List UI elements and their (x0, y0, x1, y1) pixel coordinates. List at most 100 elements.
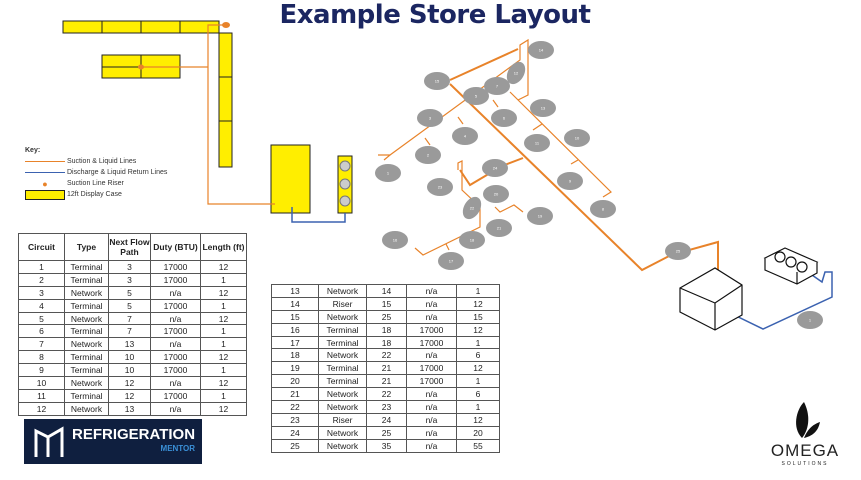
table-cell: 6 (456, 348, 500, 363)
circuit-bubble-label: 11 (535, 141, 540, 146)
page-title: Example Store Layout (279, 0, 591, 30)
table-cell: Terminal (64, 272, 109, 287)
circuit-bubble-label: 5 (475, 94, 478, 99)
circuit-bubble (438, 252, 464, 270)
legend-heading: Key: (25, 147, 41, 154)
table-cell: 20 (456, 425, 500, 440)
circuit-bubble-label: 24 (493, 166, 498, 171)
leaf-icon (796, 402, 820, 438)
circuit-bubble (452, 127, 478, 145)
table-cell: 23 (271, 412, 319, 427)
table-cell: 22 (366, 348, 407, 363)
table-cell: 17000 (406, 322, 457, 337)
table-cell: 20 (271, 374, 319, 389)
table-cell: n/a (150, 285, 201, 300)
circuit-bubble (462, 196, 482, 220)
table-cell: 1 (18, 260, 65, 274)
circuit-bubble (483, 185, 509, 203)
legend-case: 12ft Display Case (67, 191, 122, 198)
logo-subtext: MENTOR (160, 443, 196, 453)
table-cell: 14 (271, 296, 319, 311)
table-cell: n/a (406, 348, 457, 363)
circuit-bubble (564, 129, 590, 147)
table-cell: n/a (406, 387, 457, 402)
table-cell: Terminal (64, 260, 109, 274)
table-cell: n/a (150, 337, 201, 352)
table-cell: n/a (406, 412, 457, 427)
table-cell: Network (318, 438, 367, 453)
omega-logo: OMEGA SOLUTIONS (760, 400, 850, 467)
table-cell: Network (64, 401, 109, 416)
col-header: Circuit (18, 233, 65, 261)
circuit-bubble-label: 17 (449, 259, 454, 264)
table-cell: 1 (200, 337, 247, 352)
table-cell: 12 (456, 322, 500, 337)
table-cell: 17000 (150, 388, 201, 403)
table-cell: 12 (108, 388, 151, 403)
circuit-bubble (590, 200, 616, 218)
legend-riser: Suction Line Riser (67, 180, 124, 187)
table-cell: 11 (18, 388, 65, 403)
table-cell: 10 (108, 350, 151, 365)
table-cell: 6 (456, 387, 500, 402)
circuit-bubble (382, 231, 408, 249)
table-cell: 12 (200, 285, 247, 300)
table-cell: Riser (318, 296, 367, 311)
circuit-bubble (506, 61, 526, 85)
table-cell: Terminal (318, 361, 367, 376)
circuit-bubble-label: 23 (438, 185, 443, 190)
table-cell: 17000 (150, 260, 201, 274)
table-cell: 17000 (150, 350, 201, 365)
table-cell: Network (64, 311, 109, 326)
circuit-bubble-label: 20 (494, 192, 499, 197)
table-cell: Network (318, 348, 367, 363)
table-cell: Network (318, 309, 367, 324)
circuit-bubble-label: 19 (538, 214, 543, 219)
table-cell: Network (318, 425, 367, 440)
table-cell: 25 (366, 425, 407, 440)
table-cell: 21 (366, 374, 407, 389)
circuit-bubble (528, 41, 554, 59)
circuit-bubble (482, 159, 508, 177)
circuit-bubble (491, 109, 517, 127)
table-cell: 15 (271, 309, 319, 324)
table-cell: 18 (366, 335, 407, 350)
table-cell: 17000 (406, 361, 457, 376)
col-header: Type (64, 233, 109, 261)
circuit-bubble-label: 13 (541, 106, 546, 111)
table-cell: Network (318, 284, 367, 298)
table-cell: 17000 (150, 298, 201, 313)
table-cell: Network (318, 400, 367, 414)
col-header: Next Flow Path (108, 233, 151, 261)
compressor-box (679, 247, 819, 331)
table-cell: Terminal (64, 324, 109, 339)
table-cell: 7 (108, 311, 151, 326)
circuit-bubble-label: 14 (539, 48, 544, 53)
solutions-text: SOLUTIONS (781, 461, 829, 467)
circuit-bubble (527, 207, 553, 225)
table-cell: 18 (366, 322, 407, 337)
table-cell: 13 (271, 284, 319, 298)
table-cell: 21 (271, 387, 319, 402)
table-cell: 4 (18, 298, 65, 313)
circuit-bubble-label: 25 (676, 249, 681, 254)
legend-discharge: Discharge & Liquid Return Lines (67, 169, 168, 176)
circuit-bubble (797, 311, 823, 329)
table-cell: 13 (108, 401, 151, 416)
table-cell: 13 (108, 337, 151, 352)
table-cell: 25 (271, 438, 319, 453)
table-cell: 22 (271, 400, 319, 414)
table-cell: 1 (456, 335, 500, 350)
table-cell: 12 (200, 350, 247, 365)
